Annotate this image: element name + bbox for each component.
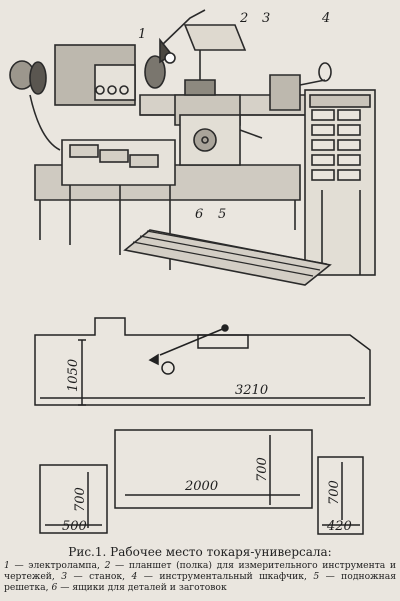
legend-item: 2 — планшет (полка) для измерительного и… [4, 560, 396, 582]
legend-item: 4 — инструментальный шкафчик, [131, 571, 314, 582]
figure-caption-legend: 1 — электролампа, 2 — планшет (полка) дл… [4, 560, 396, 593]
workplace-illustration: 1 2 3 4 5 6 [9, 9, 376, 286]
dim-length: 3210 [235, 383, 268, 398]
legend-item: 6 — ящики для деталей и заготовок [51, 582, 227, 593]
callout-1: 1 [138, 27, 146, 42]
callout-4: 4 [321, 11, 330, 26]
legend-item: 3 — станок, [61, 571, 132, 582]
dim-right-depth: 700 [327, 480, 342, 505]
dim-left-width: 500 [62, 519, 87, 534]
callout-3: 3 [262, 11, 270, 26]
dim-mid-width: 2000 [184, 479, 218, 494]
dim-mid-depth: 700 [255, 457, 270, 482]
legend-item: 5 — подножная решетка, [4, 571, 396, 593]
floor-plan: 1050 3210 2000 700 700 500 700 420 [34, 317, 371, 535]
dim-height: 1050 [66, 359, 81, 392]
callout-6: 6 [195, 207, 203, 222]
callout-5: 5 [218, 207, 226, 222]
legend-item: 1 — электролампа, [4, 560, 105, 571]
dim-left-depth: 700 [73, 487, 88, 512]
dim-right-width: 420 [326, 519, 352, 534]
callout-2: 2 [239, 11, 248, 26]
figure-caption-title: Рис.1. Рабочее место токаря-универсала: [68, 545, 332, 559]
